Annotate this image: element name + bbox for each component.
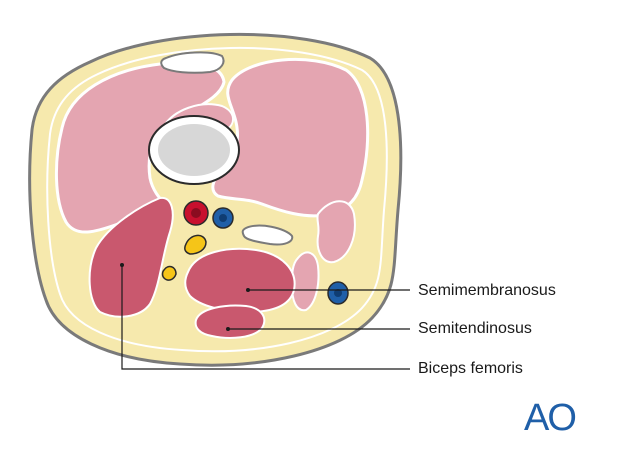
- nerve-small: [161, 265, 177, 281]
- tendon-middle: [241, 224, 294, 246]
- tendon-top: [160, 51, 225, 74]
- ao-logo: AO: [524, 397, 575, 439]
- vein-lumen: [219, 214, 227, 222]
- label-biceps-femoris: Biceps femoris: [418, 360, 523, 377]
- muscle-anterior-left: [54, 61, 226, 234]
- saphenous-vein-lumen: [334, 289, 342, 297]
- leader-line-biceps-femoris: [121, 265, 410, 370]
- nerve-large: [184, 234, 207, 255]
- fascia-line: [46, 46, 388, 353]
- femur-marrow: [158, 124, 230, 176]
- muscle-biceps-femoris: [88, 196, 174, 318]
- muscle-semimembranosus: [184, 247, 296, 314]
- label-semitendinosus: Semitendinosus: [418, 320, 532, 337]
- muscle-semitendinosus: [194, 304, 266, 339]
- leader-dot-semitendinosus: [226, 327, 230, 331]
- label-semimembranosus: Semimembranosus: [418, 282, 556, 299]
- artery-lumen: [191, 208, 201, 218]
- leader-dot-semimembranosus: [246, 288, 250, 292]
- leader-dot-biceps-femoris: [120, 263, 124, 267]
- muscle-lateral-small: [316, 200, 356, 264]
